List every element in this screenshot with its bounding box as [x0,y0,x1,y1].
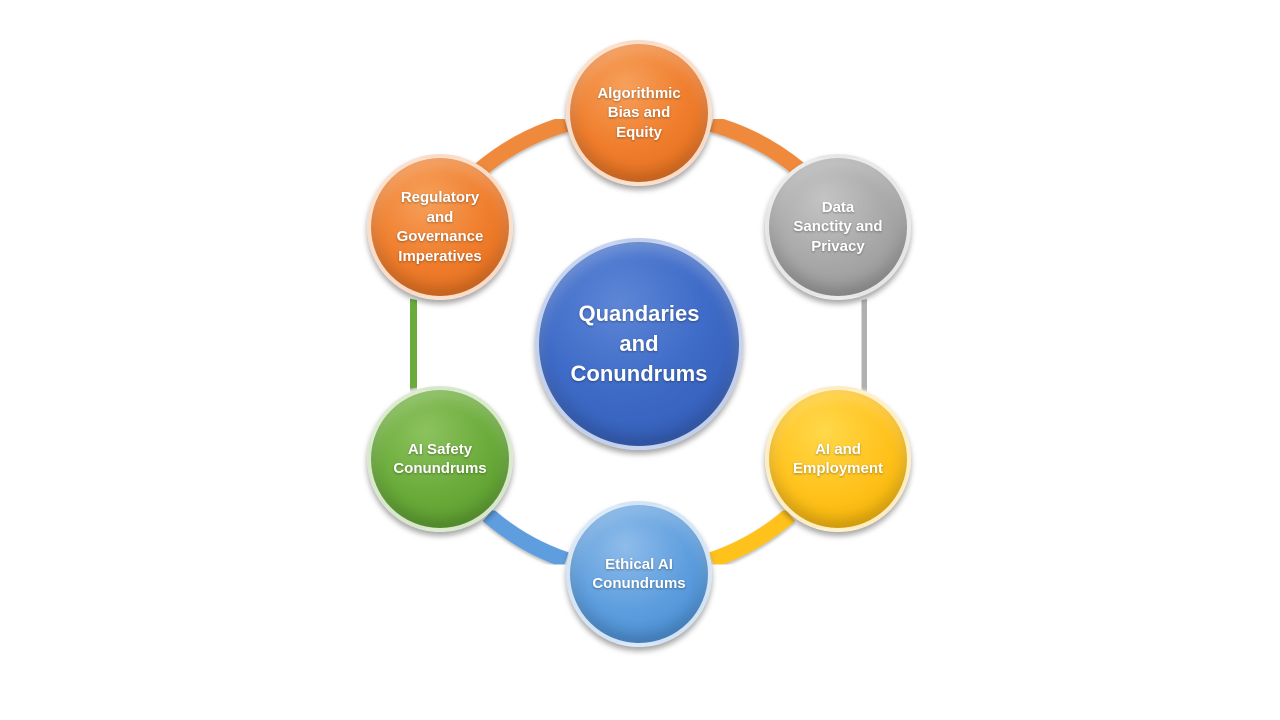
node-label: Regulatory and Governance Imperatives [396,189,484,265]
connector-top-right-to-bottom-right [854,298,875,390]
node-regulatory-governance: Regulatory and Governance Imperatives [367,154,513,300]
node-label: AI Safety Conundrums [393,440,487,478]
node-algorithmic-bias: Algorithmic Bias and Equity [566,40,712,186]
connector-top-left-to-top [474,116,569,177]
connector-bottom-right-to-bottom [709,508,796,568]
node-label: Ethical AI Conundrums [592,555,686,593]
node-ai-safety: AI Safety Conundrums [367,386,513,532]
center-node: Quandaries and Conundrums [535,238,743,450]
connector-bottom-left-to-top-left [402,298,424,390]
node-ai-employment: AI and Employment [765,386,911,532]
node-label: Data Sanctity and Privacy [793,198,883,255]
connector-top-to-top-right [709,116,806,177]
node-label: AI and Employment [792,440,883,478]
center-node-label: Quandaries and Conundrums [570,301,708,386]
node-data-privacy: Data Sanctity and Privacy [765,154,911,300]
node-ethical-ai: Ethical AI Conundrums [566,501,712,647]
connector-bottom-to-bottom-left [482,508,569,568]
node-label: Algorithmic Bias and Equity [597,84,681,141]
